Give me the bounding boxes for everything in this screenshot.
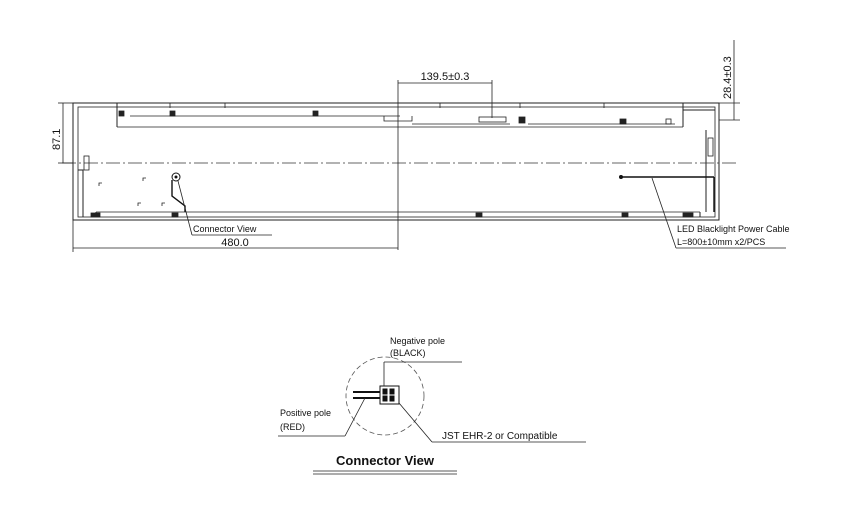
detail-wires bbox=[353, 391, 380, 399]
length-bottom-label: 480.0 bbox=[221, 237, 249, 249]
connector-housing bbox=[379, 385, 400, 405]
connector-type-label: JST EHR-2 or Compatible bbox=[442, 431, 558, 442]
side-slots bbox=[83, 137, 714, 171]
title-underline bbox=[313, 470, 457, 475]
dimension-length-bottom bbox=[72, 220, 398, 252]
cable-paths bbox=[171, 176, 715, 212]
connector-type-leader bbox=[398, 402, 586, 443]
dimension-height-right bbox=[719, 40, 740, 121]
negative-pole-label: Negative pole bbox=[390, 336, 445, 346]
cable-callout-line2: L=800±10mm x2/PCS bbox=[677, 237, 765, 247]
connector-view-leader bbox=[177, 180, 272, 236]
negative-pole-color: (BLACK) bbox=[390, 348, 426, 358]
connector-view-callout: Connector View bbox=[193, 224, 257, 234]
positive-pole-color: (RED) bbox=[280, 422, 305, 432]
connector-point-right bbox=[619, 175, 623, 179]
positive-pole-label: Positive pole bbox=[280, 408, 331, 418]
dimension-height-left bbox=[58, 102, 73, 164]
connector-point-left bbox=[171, 172, 181, 182]
cable-callout-line1: LED Blacklight Power Cable bbox=[677, 224, 790, 234]
dimension-offset-top bbox=[397, 80, 493, 250]
cable-leader bbox=[651, 177, 786, 249]
bottom-details bbox=[90, 177, 694, 218]
panel-outline bbox=[72, 102, 720, 221]
positive-leader bbox=[278, 397, 366, 437]
height-right-label: 28.4±0.3 bbox=[722, 56, 734, 99]
detail-title: Connector View bbox=[336, 453, 435, 468]
offset-top-label: 139.5±0.3 bbox=[421, 71, 470, 83]
height-left-label: 87.1 bbox=[51, 129, 63, 150]
top-rail-details bbox=[118, 103, 675, 125]
negative-leader bbox=[383, 361, 462, 386]
detail-circle bbox=[345, 356, 425, 436]
